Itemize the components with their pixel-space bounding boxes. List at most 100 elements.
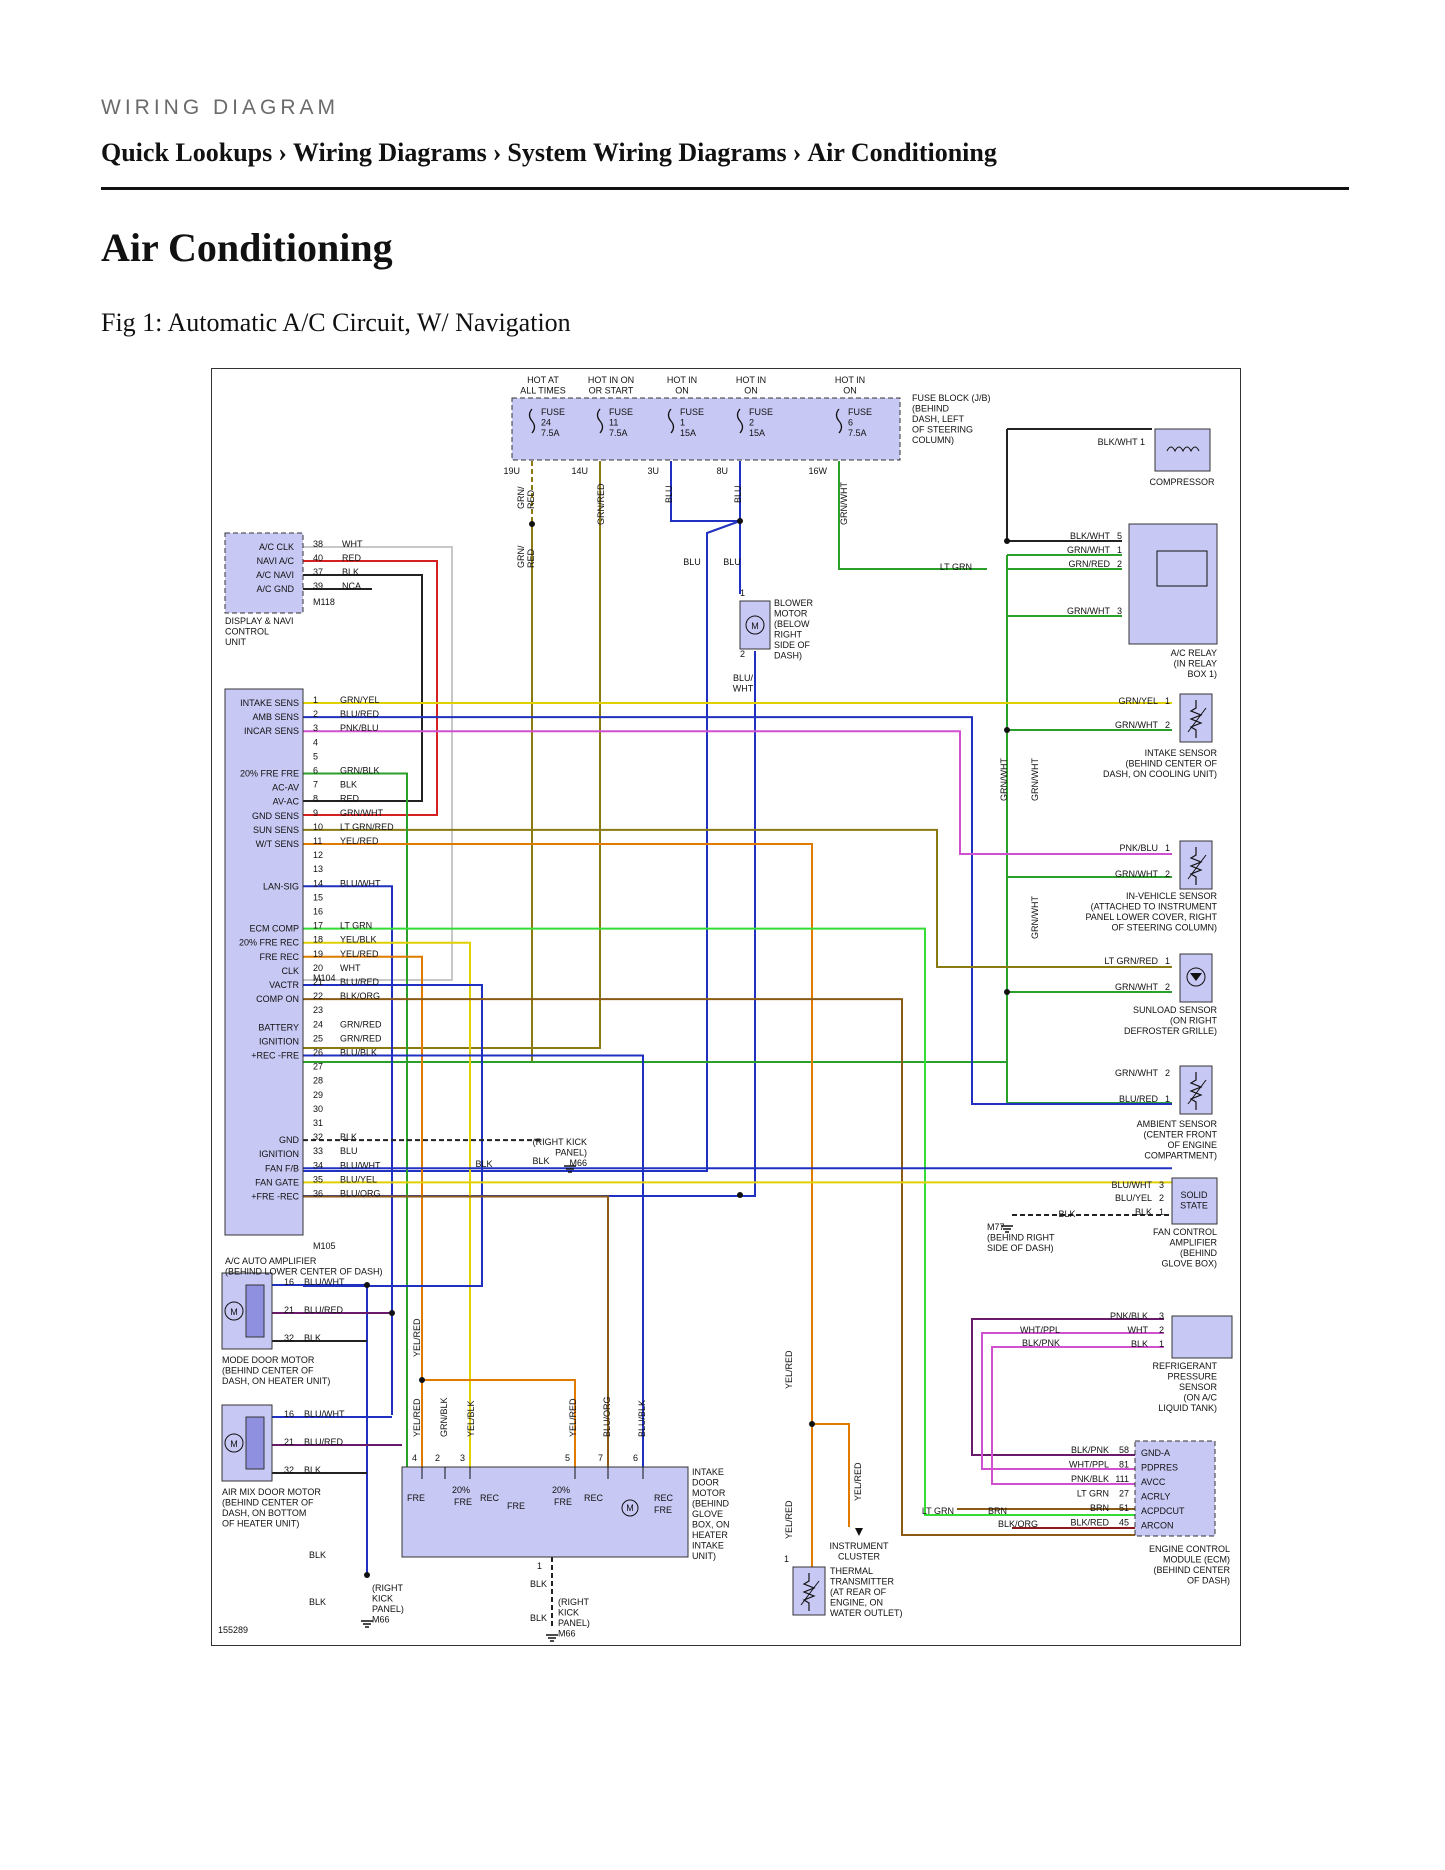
splice-dot bbox=[737, 518, 743, 524]
thermal-transmitter-label: THERMAL bbox=[830, 1566, 873, 1576]
splice-dot bbox=[1004, 727, 1010, 733]
refrigerant-pressure-sensor bbox=[1171, 1315, 1233, 1359]
amplifier-pin-number: 15 bbox=[313, 892, 323, 902]
amplifier-pin-number: 8 bbox=[313, 794, 318, 804]
wire-blu-red bbox=[303, 716, 1172, 1105]
ecm-pin-name: ACRLY bbox=[1141, 1492, 1170, 1502]
wire-label: GRN/WHT bbox=[1030, 896, 1040, 939]
wire-label: RED bbox=[526, 548, 536, 568]
amplifier-wire-label: BLU/RED bbox=[340, 977, 380, 987]
wire-blk-pnk bbox=[991, 1346, 1164, 1485]
wire-grn-red bbox=[303, 461, 601, 1049]
intake-door-motor-label: MOTOR bbox=[692, 1488, 726, 1498]
ground-label: M66 bbox=[558, 1629, 576, 1639]
header-divider bbox=[101, 187, 1349, 190]
fuse-hot-label: ON bbox=[843, 386, 857, 396]
amplifier-pin-number: 21 bbox=[313, 977, 323, 987]
amplifier-wire-label: GRN/WHT bbox=[340, 808, 383, 818]
relay-pin-number: 5 bbox=[1117, 531, 1122, 541]
amplifier-pin-number: 30 bbox=[313, 1104, 323, 1114]
motor-icon bbox=[745, 615, 765, 635]
ground-label: (RIGHT bbox=[558, 1597, 589, 1607]
amplifier-pin-number: 36 bbox=[313, 1189, 323, 1199]
intake-motor-mode-label: FRE bbox=[554, 1497, 572, 1507]
compressor-label: COMPRESSOR bbox=[1149, 477, 1215, 487]
amplifier-pin-name: BATTERY bbox=[258, 1022, 299, 1032]
breadcrumb-system-wiring-diagrams[interactable]: System Wiring Diagrams bbox=[507, 138, 787, 167]
breadcrumb-wiring-diagrams[interactable]: Wiring Diagrams bbox=[292, 138, 487, 167]
amplifier-pin-number: 14 bbox=[313, 878, 323, 888]
refrigerant-sensor-label: PRESSURE bbox=[1167, 1372, 1217, 1382]
amplifier-pin-number: 28 bbox=[313, 1076, 323, 1086]
wire-yel-red bbox=[303, 843, 813, 1567]
intake-door-motor-label: GLOVE bbox=[692, 1509, 723, 1519]
amplifier-pin-name: GND SENS bbox=[252, 811, 299, 821]
wire-yel-red bbox=[812, 1423, 850, 1527]
amplifier-pin-name: VACTR bbox=[269, 980, 299, 990]
amplifier-label: (BEHIND LOWER CENTER OF DASH) bbox=[225, 1267, 383, 1277]
ecm-wire-label: BLK/RED bbox=[1070, 1518, 1109, 1528]
amplifier-pin-number: 3 bbox=[313, 723, 318, 733]
fuse-block-label: FUSE BLOCK (J/B) bbox=[912, 393, 991, 403]
blower-wire-label: WHT bbox=[733, 684, 754, 694]
ac-relay bbox=[1128, 523, 1218, 645]
refrigerant-wire-label: BLK/PNK bbox=[1022, 1338, 1060, 1348]
fuse-label: FUSE bbox=[749, 407, 773, 417]
instrument-cluster-label: INSTRUMENT bbox=[830, 1541, 889, 1551]
motor-icon bbox=[245, 1284, 265, 1338]
amplifier-pin-number: 10 bbox=[313, 822, 323, 832]
fuse-label: 6 bbox=[848, 418, 853, 428]
ambient-sensor-pin-number: 2 bbox=[1165, 1068, 1170, 1078]
sunload-wire-label: GRN/WHT bbox=[1115, 982, 1158, 992]
image-number: 155289 bbox=[218, 1625, 248, 1635]
wire-blu-red bbox=[303, 984, 483, 1287]
ecm-pin-name: AVCC bbox=[1141, 1477, 1166, 1487]
ground-label: M66 bbox=[569, 1158, 587, 1168]
motor-icon: M bbox=[230, 1439, 238, 1449]
fuse-label: FUSE bbox=[609, 407, 633, 417]
wire-label: GRN/RED bbox=[596, 483, 606, 525]
ground-label: (RIGHT KICK bbox=[533, 1137, 587, 1147]
amplifier-pin-number: 26 bbox=[313, 1048, 323, 1058]
intake-motor-mode-label: FRE bbox=[407, 1493, 425, 1503]
fan-amp-pin-number: 3 bbox=[1159, 1180, 1164, 1190]
display-wire-label: NCA bbox=[342, 581, 361, 591]
refrigerant-wire-label: WHT bbox=[1128, 1325, 1149, 1335]
display-pin-number: 39 bbox=[313, 581, 323, 591]
display-pin-number: 38 bbox=[313, 539, 323, 549]
ground-label: KICK bbox=[558, 1608, 579, 1618]
wire-label: YEL/RED bbox=[853, 1462, 863, 1501]
display-wire-label: BLK bbox=[342, 567, 359, 577]
fuse-block-label: COLUMN) bbox=[912, 435, 954, 445]
relay-wire-label: BLK/WHT bbox=[1070, 531, 1111, 541]
breadcrumb-quick-lookups[interactable]: Quick Lookups bbox=[101, 138, 273, 167]
air-mix-door-motor-label: AIR MIX DOOR MOTOR bbox=[222, 1487, 321, 1497]
amplifier-pin-name: GND bbox=[279, 1135, 300, 1145]
motor-icon: M bbox=[751, 621, 759, 631]
ecm-wire-label: LT GRN bbox=[922, 1506, 954, 1516]
ecm-pin-name: ACPDCUT bbox=[1141, 1506, 1185, 1516]
refrigerant-pin-number: 2 bbox=[1159, 1325, 1164, 1335]
breadcrumb-air-conditioning[interactable]: Air Conditioning bbox=[807, 138, 997, 167]
amplifier-pin-number: 20 bbox=[313, 963, 323, 973]
amplifier-pin-name: 20% FRE REC bbox=[239, 938, 300, 948]
amplifier-wire-label: BLU/RED bbox=[340, 709, 380, 719]
amplifier-pin-name: AMB SENS bbox=[252, 712, 299, 722]
photodiode-icon bbox=[1190, 973, 1202, 981]
fan-amp-label: GLOVE BOX) bbox=[1161, 1259, 1217, 1269]
amplifier-pin-name: FAN F/B bbox=[265, 1163, 299, 1173]
display-pin-number: 37 bbox=[313, 567, 323, 577]
fuse-terminal: 8U bbox=[716, 466, 728, 476]
ground-label: M66 bbox=[372, 1615, 390, 1625]
sunload-wire-label: LT GRN/RED bbox=[1104, 956, 1158, 966]
fuse-icon bbox=[667, 408, 675, 434]
ecm-wire-label: LT GRN bbox=[1077, 1489, 1109, 1499]
amplifier-pin-number: 2 bbox=[313, 709, 318, 719]
intake-door-motor-label: HEATER bbox=[692, 1530, 728, 1540]
ecm-label: MODULE (ECM) bbox=[1163, 1555, 1230, 1565]
amplifier-wire-label: BLU/WHT bbox=[340, 1160, 381, 1170]
refrigerant-wire-label: BLK bbox=[1131, 1339, 1148, 1349]
amplifier-pin-number: 27 bbox=[313, 1062, 323, 1072]
invehicle-sensor-label: IN-VEHICLE SENSOR bbox=[1126, 891, 1218, 901]
